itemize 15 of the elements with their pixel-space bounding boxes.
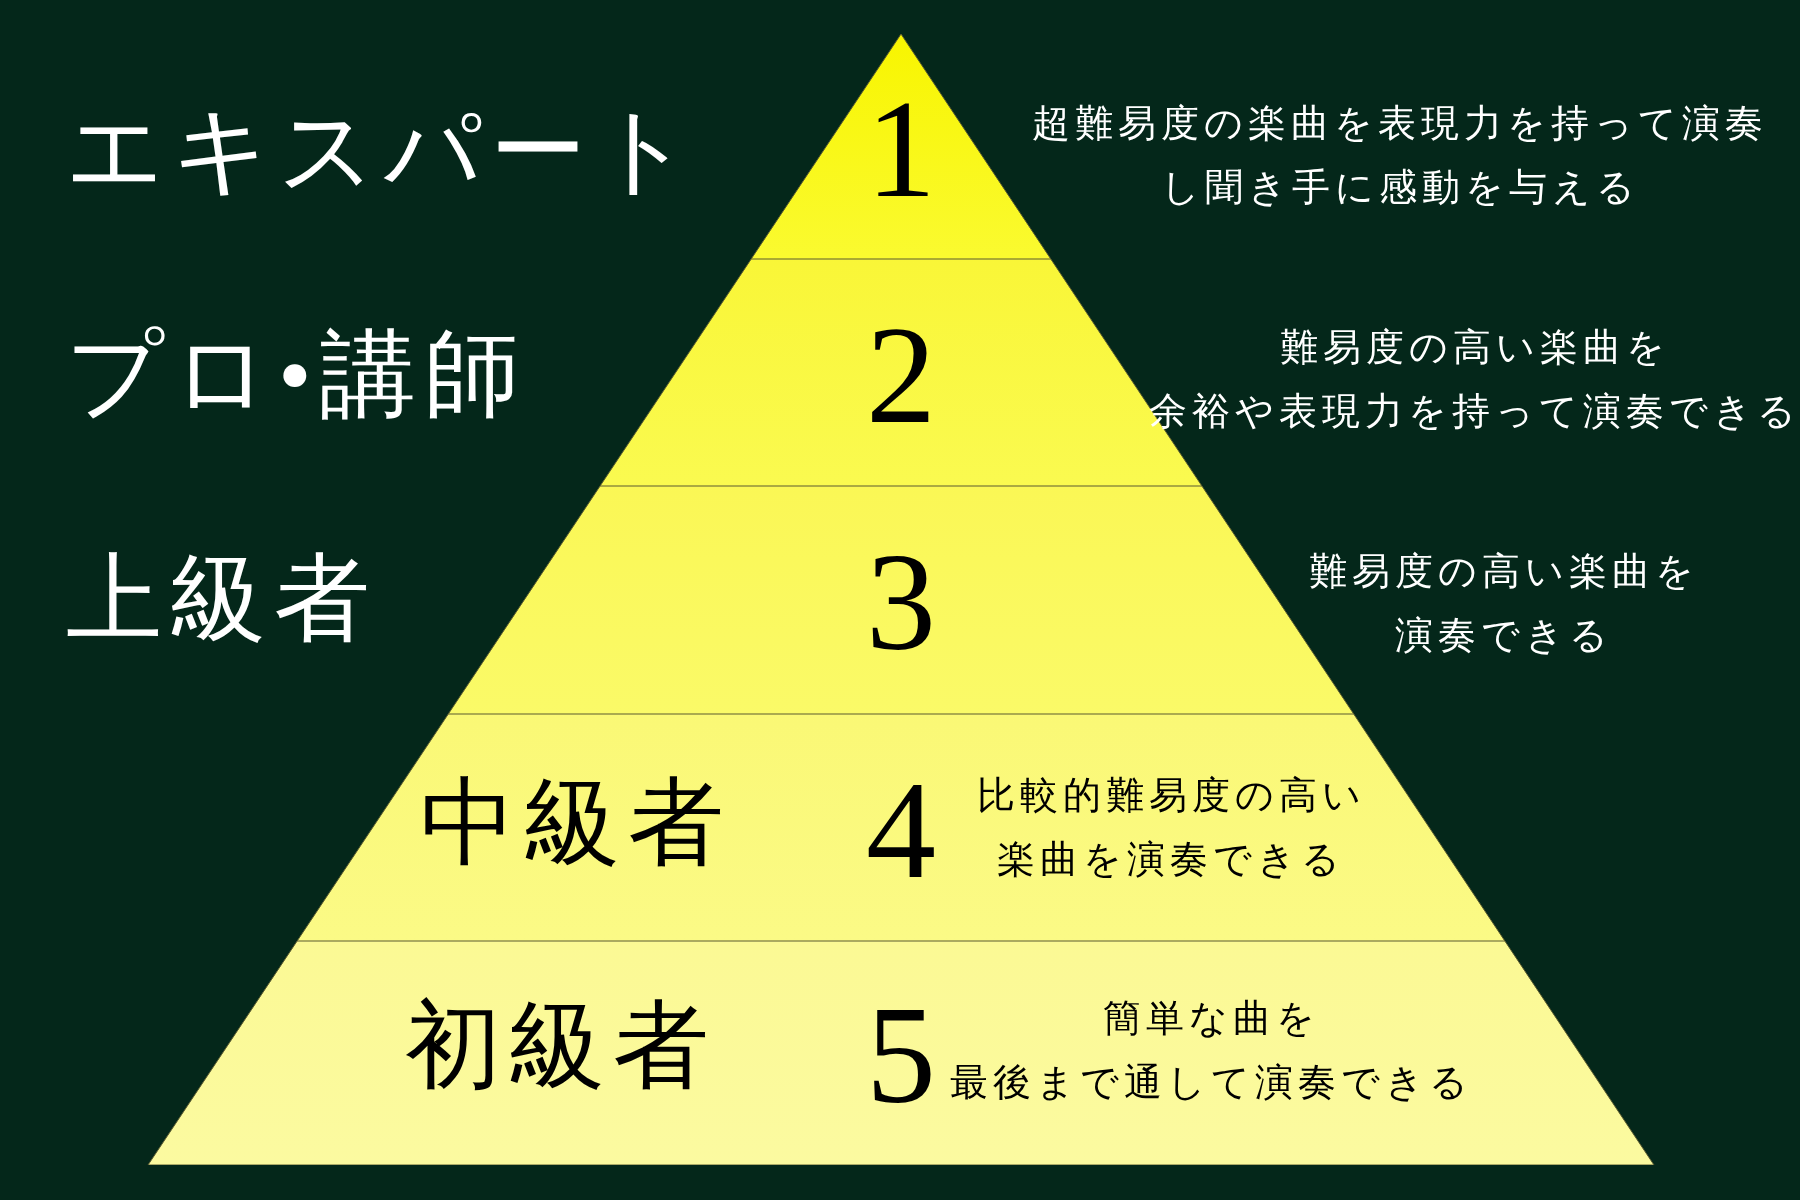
rank-number: 5 xyxy=(866,985,936,1125)
description-text: 難易度の高い楽曲を演奏できる xyxy=(1309,549,1699,658)
description-text: 難易度の高い楽曲を余裕や表現力を持って演奏できる xyxy=(1149,325,1800,434)
description-text: 超難易度の楽曲を表現力を持って演奏し聞き手に感動を与える xyxy=(1032,101,1768,210)
description-text: 簡単な曲を最後まで通して演奏できる xyxy=(949,996,1473,1105)
level-label: 初級者 xyxy=(405,998,717,1094)
level-label: プロ•講師 xyxy=(66,327,528,423)
rank-number: 4 xyxy=(866,759,936,900)
rank-number: 1 xyxy=(866,78,936,219)
level-label: 上級者 xyxy=(66,551,378,647)
rank-number: 3 xyxy=(866,532,936,672)
rank-number: 2 xyxy=(866,304,936,445)
description-text: 比較的難易度の高い楽曲を演奏できる xyxy=(976,773,1366,882)
level-label: 中級者 xyxy=(420,775,732,871)
level-label: エキスパート xyxy=(66,103,700,199)
